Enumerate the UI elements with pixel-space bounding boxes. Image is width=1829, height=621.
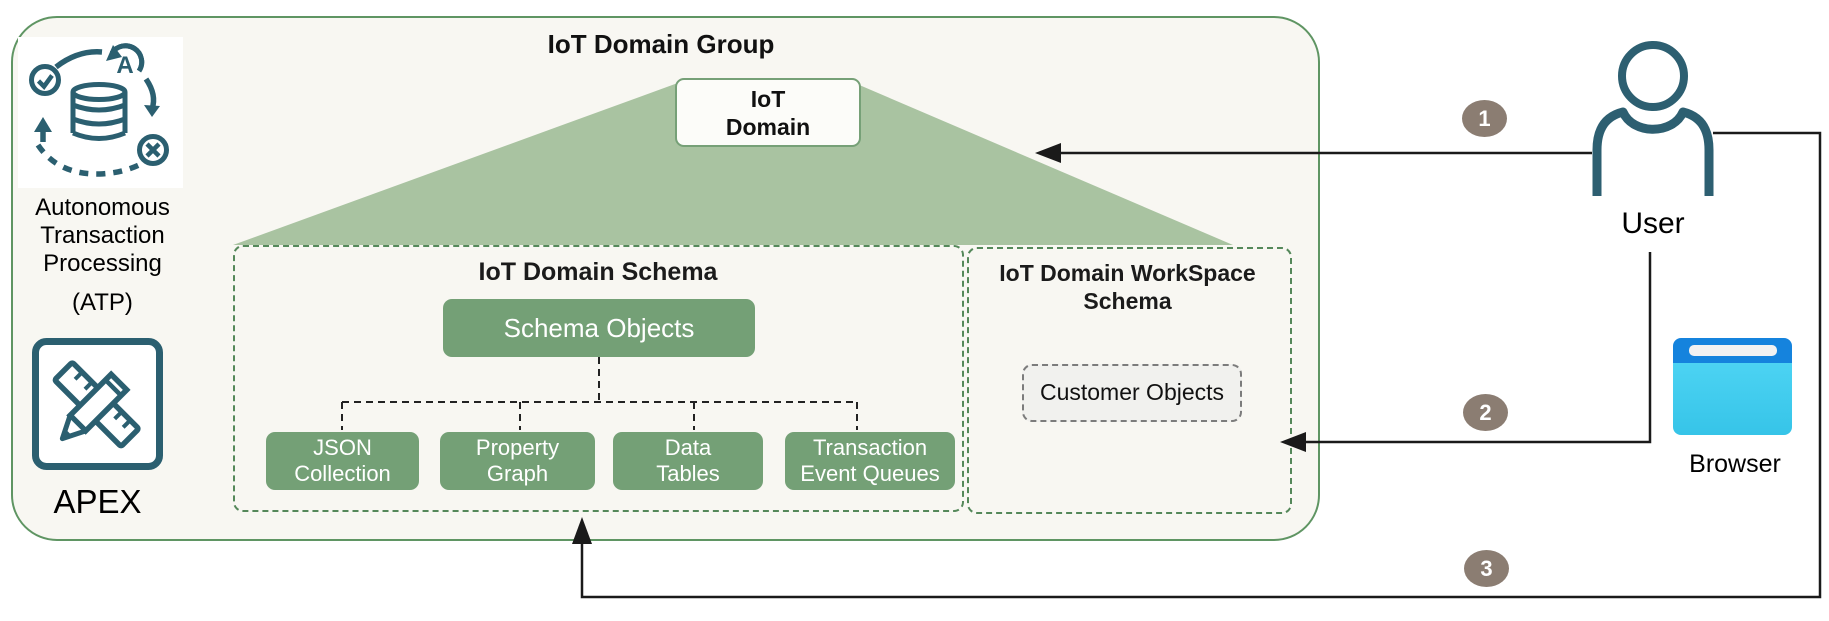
workspace-title-line1: IoT Domain WorkSpace [999,260,1256,286]
property-graph-line1: Property [475,435,560,460]
property-graph-line2: Graph [486,461,549,486]
user-icon [1592,41,1714,196]
transaction-event-queues-line1: Transaction [812,435,928,460]
user-label: User [1621,207,1685,240]
browser-icon-addressbar [1689,345,1777,356]
transaction-event-queues-line2: Event Queues [800,461,940,486]
pencil-ruler-icon [32,338,163,470]
iot-domain-line2: Domain [725,113,811,140]
property-graph-box: Property Graph [440,432,595,490]
apex-label: APEX [53,483,142,520]
iot-domain-group-title: IoT Domain Group [547,29,775,59]
customer-objects-box: Customer Objects [1022,364,1242,422]
iot-domain-workspace-title: IoT Domain WorkSpace Schema [977,259,1278,315]
browser-icon [1673,338,1792,435]
flow-badge-1: 1 [1462,100,1507,137]
json-collection-line1: JSON [313,435,372,460]
transaction-event-queues-box: Transaction Event Queues [785,432,955,490]
atp-label-line2: Transaction [40,222,165,249]
data-tables-line2: Tables [656,461,720,486]
autonomous-database-icon: A [18,37,183,188]
browser-icon-body [1673,363,1792,435]
atp-abbreviation: (ATP) [72,289,133,316]
iot-domain-line1: IoT [750,85,786,112]
flow-badge-2: 2 [1463,394,1508,431]
json-collection-line2: Collection [294,461,391,486]
workspace-title-line2: Schema [1083,288,1172,314]
iot-domain-box: IoT Domain [675,78,861,147]
atp-label-line3: Processing [43,250,162,277]
svg-text:A: A [116,52,133,79]
atp-label: Autonomous Transaction Processing [15,194,190,278]
flow-badge-3: 3 [1464,550,1509,587]
atp-label-line1: Autonomous [35,194,170,221]
schema-objects-box: Schema Objects [443,299,755,357]
json-collection-box: JSON Collection [266,432,419,490]
data-tables-line1: Data [664,435,712,460]
browser-label: Browser [1689,450,1781,478]
iot-domain-schema-title: IoT Domain Schema [478,258,718,286]
browser-icon-toolbar [1673,338,1792,363]
data-tables-box: Data Tables [613,432,763,490]
